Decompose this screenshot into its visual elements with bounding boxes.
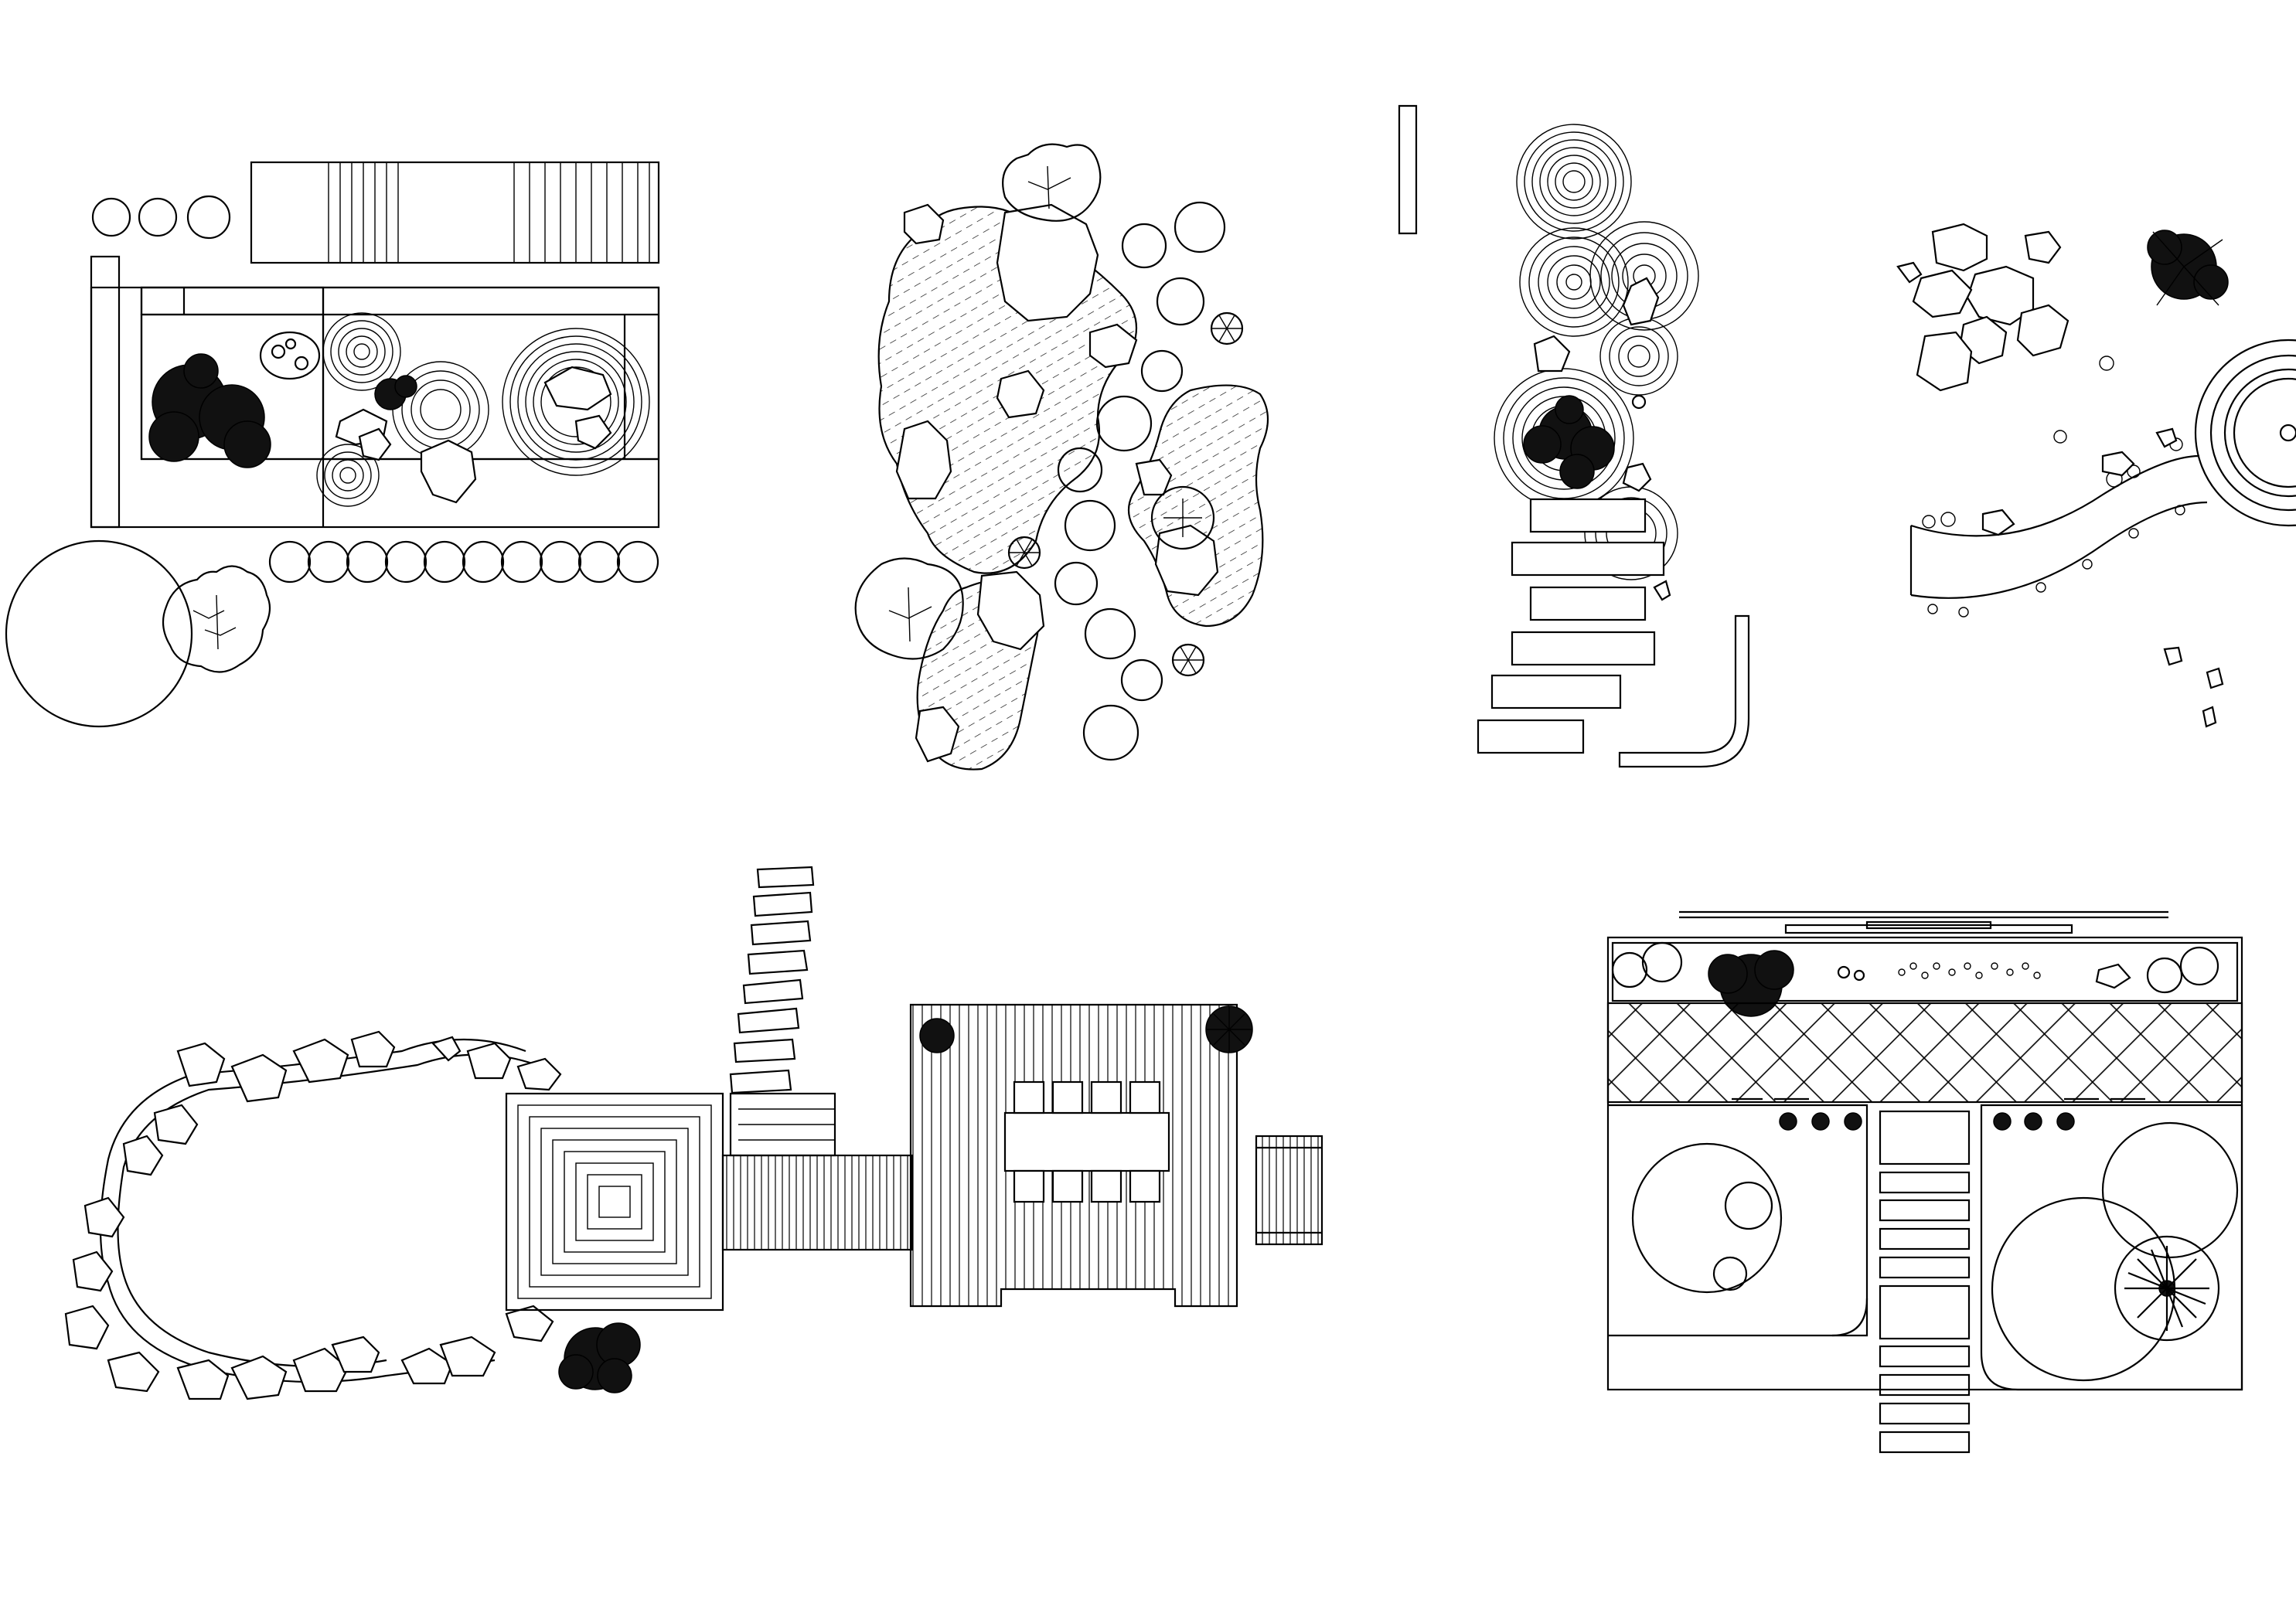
- path-pebbles: [1922, 356, 2224, 728]
- stepping-stone-circles: [1054, 201, 1226, 761]
- dark-shrub: [148, 353, 271, 468]
- curved-path-edge: [1910, 501, 2208, 599]
- dining-deck: [909, 1003, 1238, 1308]
- tree-canopy-left: [854, 557, 964, 660]
- small-rock: [1653, 580, 1671, 601]
- lawn-left-bed: [1608, 1104, 1868, 1337]
- zen-ripple-circles: [316, 312, 650, 507]
- star-plant: [1007, 311, 1244, 677]
- border-rocks: [64, 1030, 562, 1400]
- stone-trio: [259, 331, 321, 380]
- round-lawns: [1631, 1121, 2239, 1382]
- round-pavilion: [2194, 339, 2296, 527]
- rock-cluster: [1896, 223, 2069, 392]
- tree-canopy: [162, 565, 271, 673]
- dark-shrub: [558, 1322, 641, 1393]
- side-wall: [90, 255, 121, 529]
- strip-plants: [1611, 941, 2219, 1017]
- stepping-stone-row-bottom: [268, 540, 659, 584]
- edge-post: [1398, 104, 1418, 235]
- diamond-paving: [1606, 1002, 2243, 1104]
- stepping-stones: [729, 866, 815, 1094]
- deck-planks: [250, 161, 660, 264]
- ripple-rocks: [1533, 277, 1660, 492]
- small-star-plants: [1779, 1112, 2075, 1131]
- dining-table: [1003, 1111, 1170, 1172]
- step-path: [1879, 1110, 1971, 1454]
- side-steps: [1255, 1135, 1323, 1246]
- rocks: [335, 366, 612, 504]
- panel-ripple-steps: [1398, 104, 1750, 768]
- deck-walkway: [721, 1154, 914, 1251]
- rock-border-loop-inner: [117, 1053, 542, 1368]
- lawn-right-bed: [1980, 1104, 2243, 1391]
- curved-path: [1618, 614, 1750, 768]
- tree-canopy-right: [1150, 485, 1215, 550]
- panel-deck: [64, 866, 1323, 1400]
- stone-steps: [1477, 498, 1665, 754]
- panel-garden: [1606, 910, 2243, 1454]
- panel-pond: [854, 143, 1269, 771]
- large-tree-circle: [5, 539, 193, 728]
- entry-steps: [729, 1092, 836, 1157]
- dark-shrub: [1523, 395, 1615, 489]
- curved-path: [1910, 454, 2200, 537]
- tree-canopy: [2114, 1235, 2220, 1342]
- square-pyramid-roof: [505, 1092, 724, 1312]
- panel-courtyard: [5, 161, 660, 728]
- spiky-shrub: [374, 375, 417, 410]
- panel-pavilion: [1896, 223, 2296, 728]
- tree-canopy-top: [1002, 143, 1102, 222]
- palm-shrub: [2147, 230, 2229, 306]
- stepping-stone-row-top: [91, 195, 231, 240]
- pond-rocks: [895, 203, 1219, 763]
- deck-shrub: [919, 1005, 1253, 1053]
